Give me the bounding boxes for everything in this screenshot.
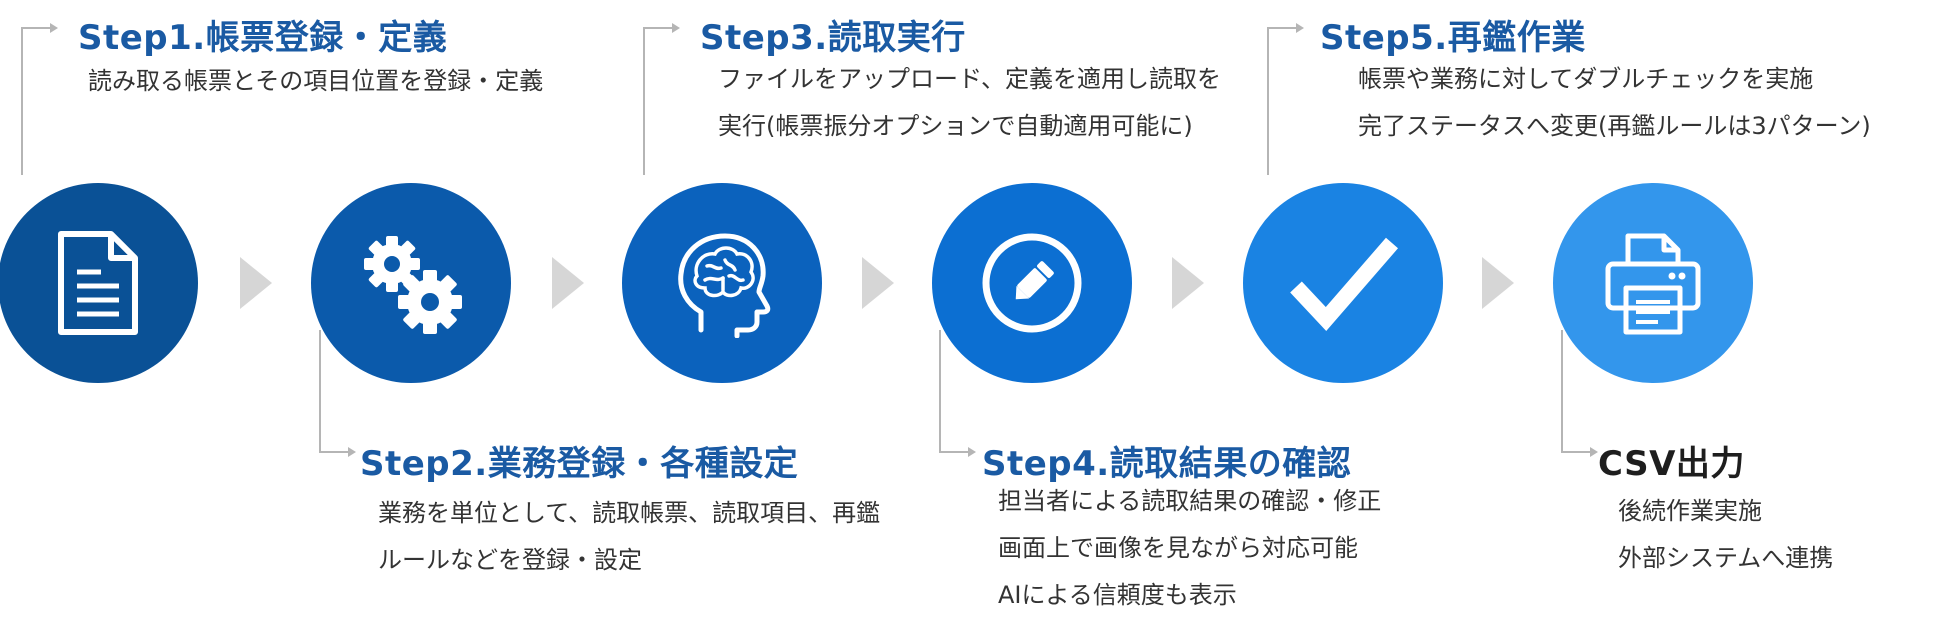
step3-title: Step3.読取実行 xyxy=(700,18,966,58)
flow-arrow-1 xyxy=(240,257,272,309)
step2-line-2: ルールなどを登録・設定 xyxy=(378,546,642,574)
pencil-icon xyxy=(982,233,1082,333)
step5-circle xyxy=(1243,183,1443,383)
output-line-1: 後続作業実施 xyxy=(1618,497,1762,525)
step3-line-1: ファイルをアップロード、定義を適用し読取を xyxy=(718,65,1222,93)
brain-head-icon xyxy=(678,233,771,338)
output-title: CSV出力 xyxy=(1598,444,1745,484)
step3-line-2: 実行(帳票振分オプションで自動適用可能に) xyxy=(718,112,1193,140)
flow-arrow-2 xyxy=(552,257,584,309)
output-circle xyxy=(1553,183,1753,383)
step1-title: Step1.帳票登録・定義 xyxy=(78,18,448,58)
checkmark-icon xyxy=(1290,237,1398,331)
connector-step4 xyxy=(939,330,968,453)
flow-arrow-5 xyxy=(1482,257,1514,309)
step3-description: ファイルをアップロード、定義を適用し読取を 実行(帳票振分オプションで自動適用可… xyxy=(718,56,1221,150)
connector-step1 xyxy=(21,27,50,175)
step4-circle xyxy=(932,183,1132,383)
flow-arrow-3 xyxy=(862,257,894,309)
step1-description: 読み取る帳票とその項目位置を登録・定義 xyxy=(88,58,543,105)
step3-circle xyxy=(622,183,822,383)
step5-line-1: 帳票や業務に対してダブルチェックを実施 xyxy=(1358,65,1814,93)
step2-circle xyxy=(311,183,511,383)
connector-output xyxy=(1561,330,1590,453)
document-icon xyxy=(58,231,138,335)
step4-title: Step4.読取結果の確認 xyxy=(982,444,1352,484)
flow-arrow-4 xyxy=(1172,257,1204,309)
step4-line-1: 担当者による読取結果の確認・修正 xyxy=(998,487,1382,515)
output-line-2: 外部システムへ連携 xyxy=(1618,544,1834,572)
connector-step2 xyxy=(319,330,348,453)
step4-line-2: 画面上で画像を見ながら対応可能 xyxy=(998,534,1358,562)
printer-icon xyxy=(1605,233,1701,335)
step4-description: 担当者による読取結果の確認・修正 画面上で画像を見ながら対応可能 AIによる信頼… xyxy=(998,478,1381,619)
connector-step3 xyxy=(643,27,672,175)
step2-description: 業務を単位として、読取帳票、読取項目、再鑑 ルールなどを登録・設定 xyxy=(378,490,880,584)
step4-line-3: AIによる信頼度も表示 xyxy=(998,581,1237,609)
step1-line-1: 読み取る帳票とその項目位置を登録・定義 xyxy=(88,67,544,95)
step5-description: 帳票や業務に対してダブルチェックを実施 完了ステータスへ変更(再鑑ルールは3パタ… xyxy=(1358,56,1871,150)
output-description: 後続作業実施 外部システムへ連携 xyxy=(1618,488,1833,582)
connector-step5 xyxy=(1267,27,1296,175)
step2-line-1: 業務を単位として、読取帳票、読取項目、再鑑 xyxy=(378,499,881,527)
step1-circle xyxy=(0,183,198,383)
step5-title: Step5.再鑑作業 xyxy=(1320,18,1586,58)
gears-icon xyxy=(364,236,462,334)
step5-line-2: 完了ステータスへ変更(再鑑ルールは3パターン) xyxy=(1358,112,1871,140)
step2-title: Step2.業務登録・各種設定 xyxy=(360,444,799,484)
